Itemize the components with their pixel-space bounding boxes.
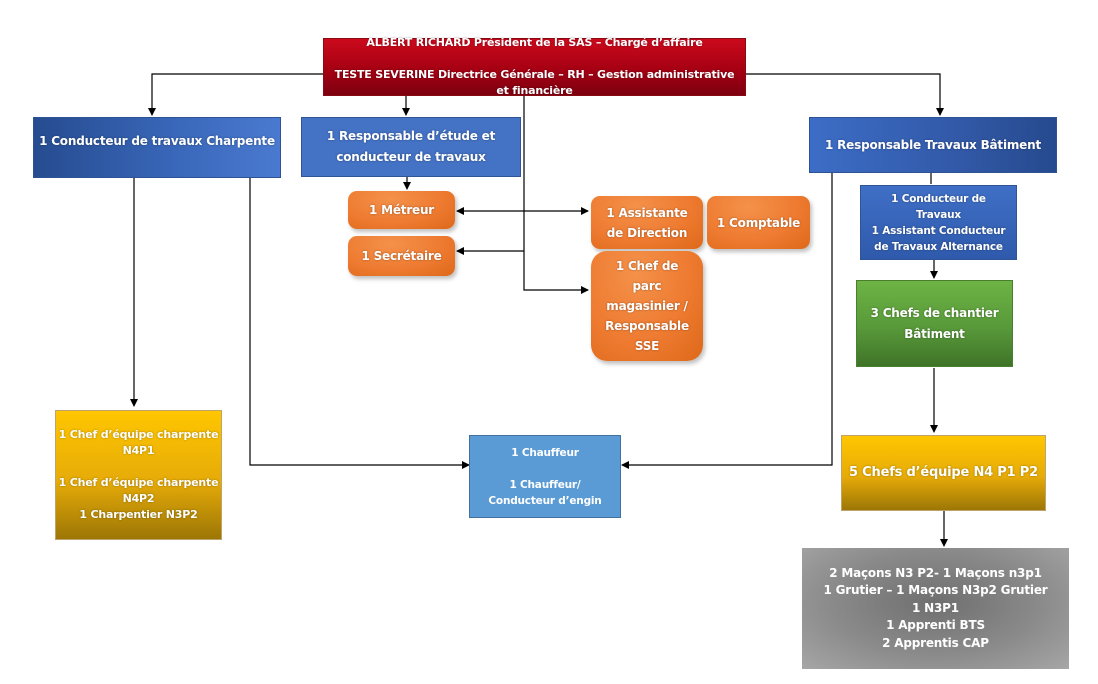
secretaire-label: 1 Secrétaire — [361, 249, 442, 263]
chauffeurs-node[interactable]: 1 Chauffeur 1 Chauffeur/ Conducteur d’en… — [469, 435, 621, 518]
responsable-batiment-label: 1 Responsable Travaux Bâtiment — [825, 138, 1041, 152]
secretaire-node[interactable]: 1 Secrétaire — [348, 236, 455, 276]
ouvriers-batiment-node[interactable]: 2 Maçons N3 P2- 1 Maçons n3p1 1 Grutier … — [802, 548, 1069, 669]
equipe-charpente-label: 1 Chef d’équipe charpente N4P1 1 Chef d’… — [58, 428, 219, 521]
metreur-node[interactable]: 1 Métreur — [348, 191, 455, 229]
assistante-direction-node[interactable]: 1 Assistante de Direction — [591, 196, 703, 249]
assistante-direction-label: 1 Assistante de Direction — [606, 205, 688, 240]
comptable-label: 1 Comptable — [716, 215, 801, 230]
edge-direction-conducteur-charpente — [148, 73, 323, 116]
chefs-equipe-batiment-node[interactable]: 5 Chefs d’équipe N4 P1 P2 — [841, 435, 1046, 511]
responsable-batiment-node[interactable]: 1 Responsable Travaux Bâtiment — [809, 117, 1057, 173]
chefs-chantier-node[interactable]: 3 Chefs de chantier Bâtiment — [856, 280, 1013, 367]
conducteur-travaux-batiment-node[interactable]: 1 Conducteur de Travaux 1 Assistant Cond… — [860, 185, 1017, 260]
ouvriers-batiment-label: 2 Maçons N3 P2- 1 Maçons n3p1 1 Grutier … — [823, 565, 1048, 650]
direction-line-directrice: TESTE SEVERINE Directrice Générale – RH … — [334, 68, 735, 97]
edge-direction-trunk — [523, 96, 589, 294]
responsable-etude-label: 1 Responsable d’étude et conducteur de t… — [326, 129, 496, 164]
chefs-chantier-label: 3 Chefs de chantier Bâtiment — [870, 305, 999, 341]
edge-direction-responsable-batiment — [746, 73, 944, 116]
conducteur-charpente-node[interactable]: 1 Conducteur de travaux Charpente — [33, 117, 281, 178]
chef-parc-label: 1 Chef de parc magasinier / Responsable … — [605, 259, 689, 353]
responsable-etude-node[interactable]: 1 Responsable d’étude et conducteur de t… — [301, 117, 521, 177]
direction-node[interactable]: ALBERT RICHARD Président de la SAS – Cha… — [323, 36, 746, 97]
equipe-charpente-node[interactable]: 1 Chef d’équipe charpente N4P1 1 Chef d’… — [55, 410, 222, 540]
edge-conducteur-chauffeurs — [249, 178, 470, 469]
comptable-node[interactable]: 1 Comptable — [707, 196, 810, 249]
chauffeurs-label: 1 Chauffeur 1 Chauffeur/ Conducteur d’en… — [488, 446, 602, 507]
conducteur-charpente-label: 1 Conducteur de travaux Charpente — [39, 134, 275, 148]
conducteur-travaux-batiment-label: 1 Conducteur de Travaux 1 Assistant Cond… — [871, 192, 1006, 253]
metreur-label: 1 Métreur — [368, 203, 435, 217]
chef-parc-node[interactable]: 1 Chef de parc magasinier / Responsable … — [591, 251, 703, 361]
edge-batiment-chauffeurs — [621, 173, 833, 469]
direction-line-president: ALBERT RICHARD Président de la SAS – Cha… — [366, 36, 703, 49]
chefs-equipe-batiment-label: 5 Chefs d’équipe N4 P1 P2 — [849, 465, 1038, 480]
